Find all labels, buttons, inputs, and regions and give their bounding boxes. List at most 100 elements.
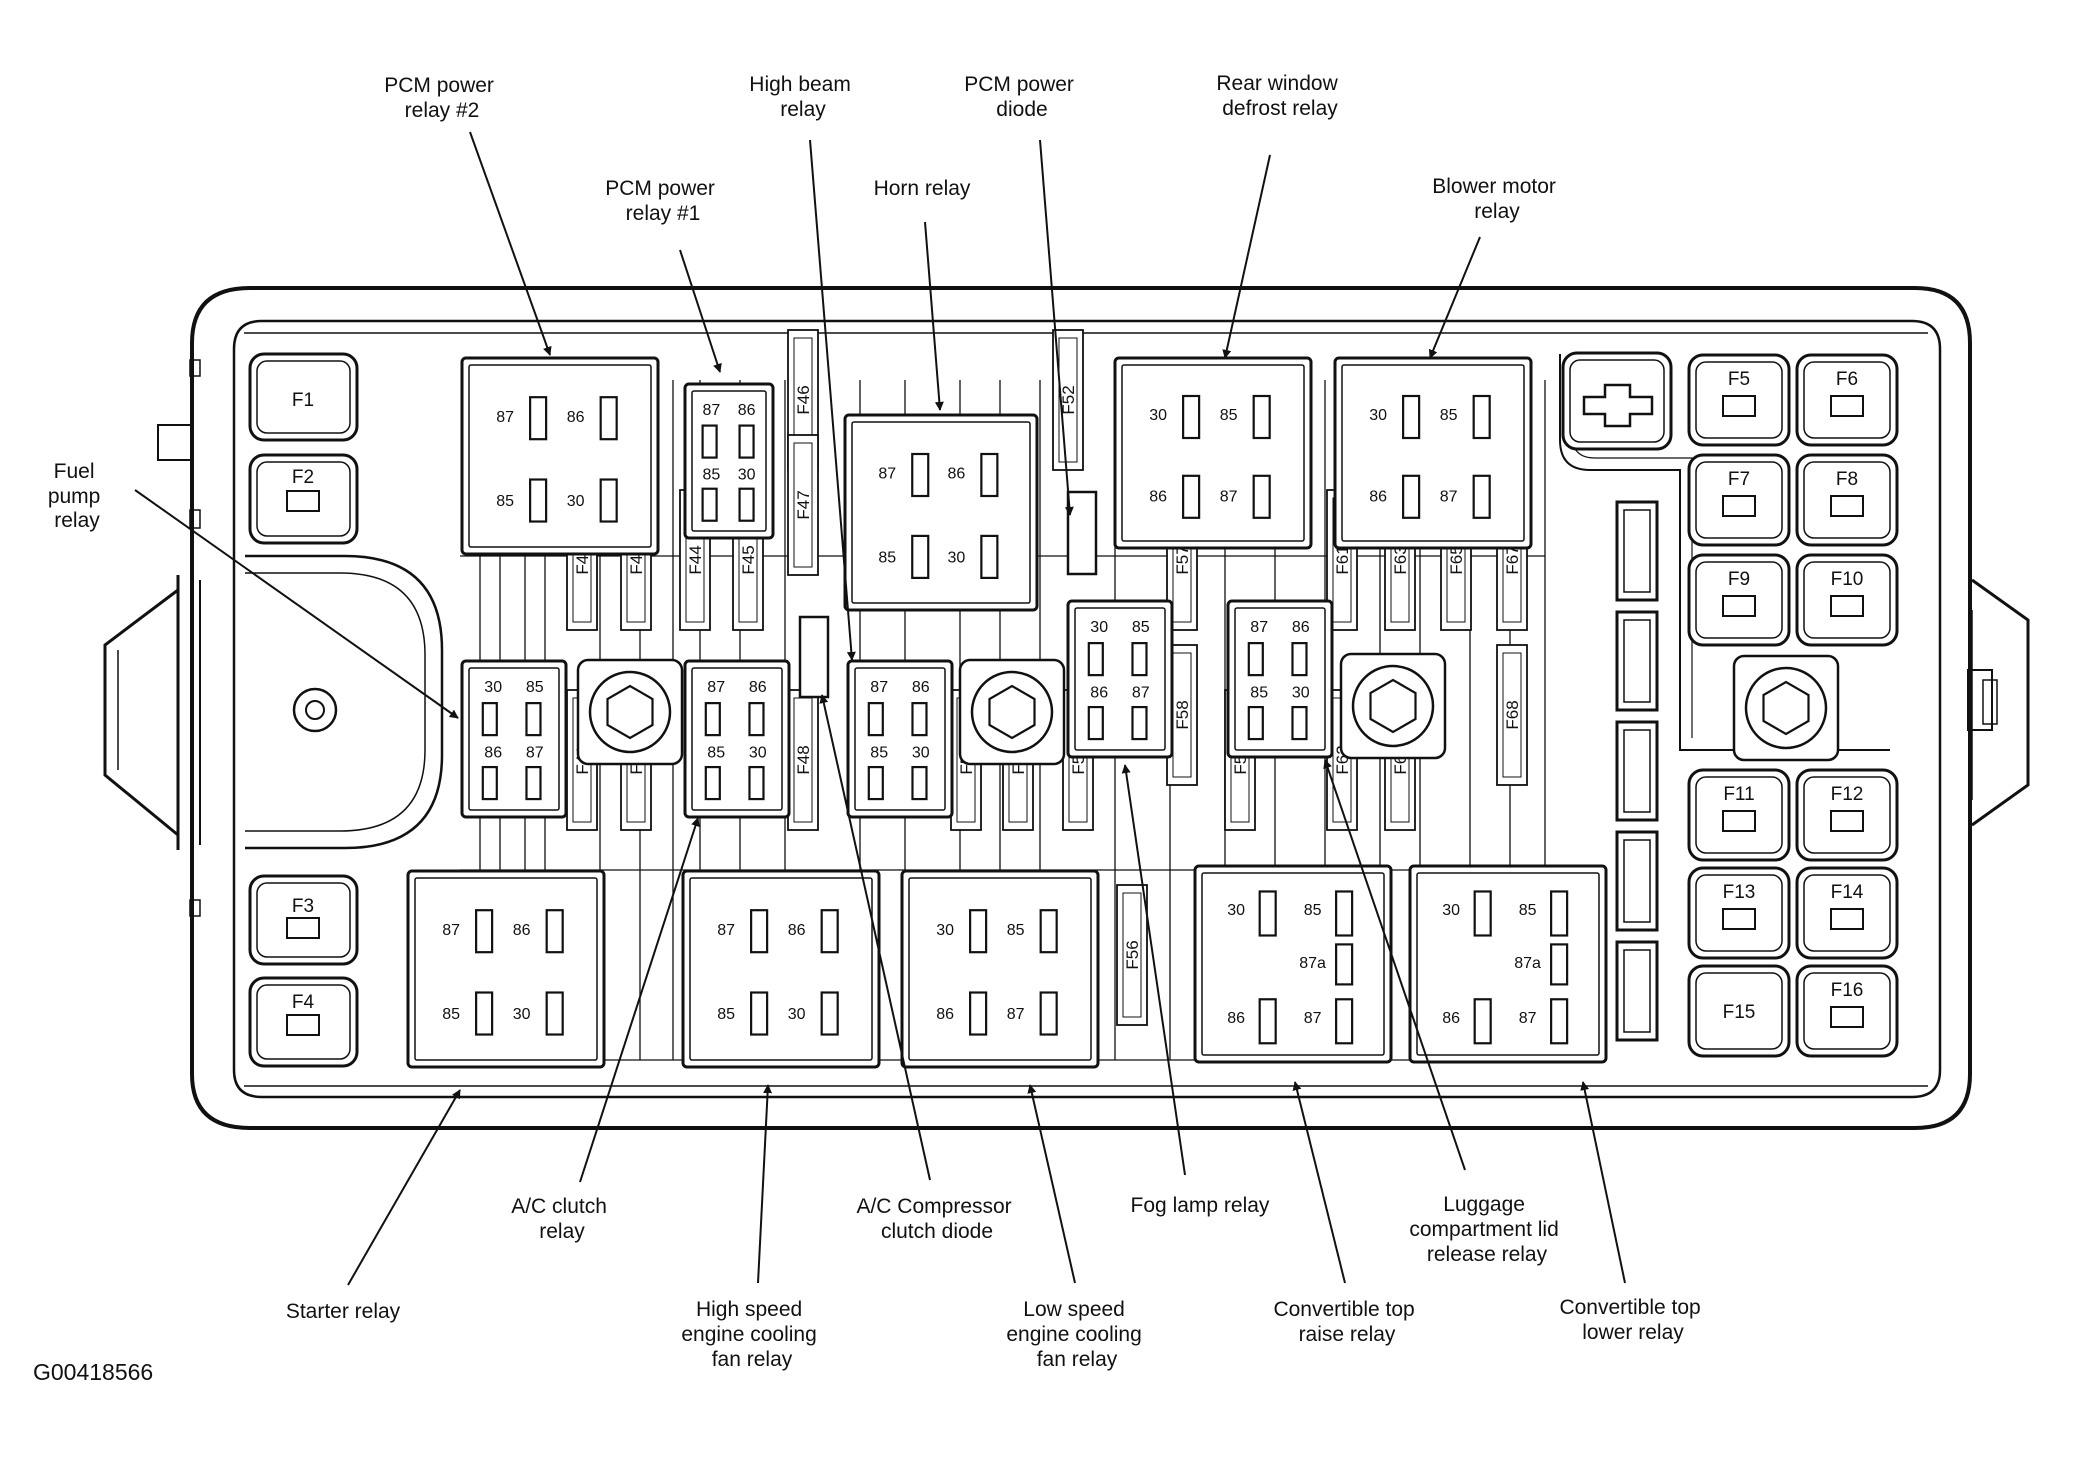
mini-fuse-label-17: F61 — [1333, 545, 1352, 574]
fuse-label-f11: F11 — [1723, 784, 1754, 805]
callout-pcm-power-relay-1: PCM power relay #1 — [605, 177, 721, 225]
fuse-label-f13: F13 — [1723, 882, 1756, 903]
low-speed-fan-relay-pin-2: 86 — [936, 1006, 954, 1023]
leader-horn-relay — [924, 221, 944, 411]
fuse-label-f10: F10 — [1831, 569, 1864, 590]
figure-reference-id: G00418566 — [33, 1359, 153, 1385]
fuse-f7: F7 — [1687, 453, 1791, 547]
mini-fuse-f47: F47 — [787, 434, 819, 576]
rear-window-defrost-relay-pin-3: 87 — [1220, 489, 1238, 506]
pcm-power-relay-2-pin-0: 87 — [496, 409, 514, 426]
convertible-top-lower-relay-pin-3: 86 — [1442, 1010, 1460, 1027]
horn-relay-pin-0: 87 — [878, 466, 896, 483]
mini-fuse-label-4: F44 — [686, 545, 705, 574]
low-speed-fan-relay-pin-3: 87 — [1007, 1006, 1025, 1023]
blower-motor-relay-pin-1: 85 — [1440, 407, 1458, 424]
mini-fuse-label-21: F65 — [1447, 545, 1466, 574]
convertible-top-raise-relay-pin-3: 86 — [1227, 1010, 1245, 1027]
fuse-label-f1: F1 — [292, 390, 314, 411]
convertible-top-lower-relay-pin-4: 87 — [1519, 1010, 1537, 1027]
pcm-power-relay-1-pin-3: 30 — [738, 466, 756, 483]
mini-fuse-label-13: F56 — [1123, 940, 1142, 969]
fuse-box-housing — [103, 286, 2030, 1130]
leader-pcm-power-relay-2 — [469, 131, 552, 356]
mini-fuse-label-15: F58 — [1173, 700, 1192, 729]
fuse-f9: F9 — [1687, 553, 1791, 647]
fuel-pump-relay-pin-2: 86 — [484, 745, 502, 762]
leader-convertible-top-lower-relay — [1580, 1081, 1626, 1284]
convertible-top-raise-relay-pin-2: 87a — [1299, 955, 1326, 972]
fuel-pump-relay: 30 85 86 87 — [460, 659, 568, 819]
blower-motor-relay-pin-3: 87 — [1440, 489, 1458, 506]
leader-convertible-top-raise-relay — [1292, 1081, 1346, 1284]
callout-convertible-top-raise-relay: Convertible top raise relay — [1273, 1298, 1420, 1346]
hex-stud-1 — [576, 658, 684, 766]
fuel-pump-relay-pin-1: 85 — [526, 679, 544, 696]
callout-low-speed-fan-relay: Low speed engine cooling fan relay — [1006, 1298, 1147, 1371]
fog-lamp-relay-pin-3: 87 — [1132, 685, 1150, 702]
fuse-f12: F12 — [1795, 768, 1899, 862]
callout-high-speed-fan-relay: High speed engine cooling fan relay — [681, 1298, 822, 1371]
leader-starter-relay — [347, 1089, 461, 1286]
high-beam-relay-pin-2: 85 — [870, 745, 888, 762]
starter-relay-pin-1: 86 — [513, 922, 531, 939]
rear-window-defrost-relay-pin-2: 86 — [1149, 489, 1167, 506]
fuse-label-f4: F4 — [292, 992, 315, 1013]
fuel-pump-relay-pin-0: 30 — [484, 679, 502, 696]
leader-fog-lamp-relay — [1121, 764, 1186, 1176]
luggage-lid-release-relay-pin-3: 30 — [1292, 685, 1310, 702]
callout-ac-clutch-relay: A/C clutch relay — [511, 1195, 613, 1243]
mini-fuse-label-8: F48 — [794, 745, 813, 774]
leader-rear-window-defrost-relay — [1222, 154, 1271, 359]
hex-stud-2 — [958, 658, 1066, 766]
mini-fuse-label-22: F67 — [1503, 545, 1522, 574]
mini-fuse-label-7: F47 — [794, 490, 813, 519]
leader-fuel-pump-relay — [134, 489, 459, 719]
convertible-top-raise-relay-pin-1: 85 — [1304, 902, 1322, 919]
callout-fuel-pump-relay: Fuel pump relay — [48, 460, 106, 532]
stud-group — [576, 652, 1840, 766]
leader-luggage-lid-relay — [1323, 759, 1466, 1171]
luggage-lid-release-relay-pin-0: 87 — [1250, 619, 1268, 636]
ac-clutch-relay-pin-0: 87 — [707, 679, 725, 696]
mini-fuse-label-19: F63 — [1391, 545, 1410, 574]
high-speed-fan-relay-pin-3: 30 — [788, 1006, 806, 1023]
horn-relay-pin-3: 30 — [947, 549, 965, 566]
callout-labels: PCM power relay #2 PCM power relay #1 Hi… — [33, 72, 1701, 1385]
leader-high-beam-relay — [809, 139, 856, 661]
fuel-pump-relay-pin-3: 87 — [526, 745, 544, 762]
hex-stud-3 — [1339, 652, 1447, 760]
fuse-label-f8: F8 — [1836, 469, 1858, 490]
leader-ac-clutch-relay — [579, 817, 700, 1183]
rear-window-defrost-relay-pin-0: 30 — [1149, 407, 1167, 424]
convertible-top-lower-relay-pin-0: 30 — [1442, 902, 1460, 919]
mini-fuse-label-14: F57 — [1173, 545, 1192, 574]
fuse-f14: F14 — [1795, 866, 1899, 960]
convertible-top-raise-relay-pin-0: 30 — [1227, 902, 1245, 919]
fuse-label-f9: F9 — [1728, 569, 1750, 590]
fuse-f16: F16 — [1795, 964, 1899, 1058]
callout-pcm-power-diode: PCM power diode — [964, 73, 1080, 121]
high-beam-relay-pin-0: 87 — [870, 679, 888, 696]
fuse-f15: F15 — [1687, 964, 1791, 1058]
fuse-label-f3: F3 — [292, 896, 314, 917]
luggage-lid-release-relay-pin-2: 85 — [1250, 685, 1268, 702]
starter-relay-pin-0: 87 — [442, 922, 460, 939]
luggage-lid-release-relay-pin-1: 86 — [1292, 619, 1310, 636]
fuse-label-f16: F16 — [1831, 980, 1864, 1001]
pcm-power-relay-1-pin-2: 85 — [703, 466, 721, 483]
leader-blower-motor-relay — [1428, 236, 1481, 359]
